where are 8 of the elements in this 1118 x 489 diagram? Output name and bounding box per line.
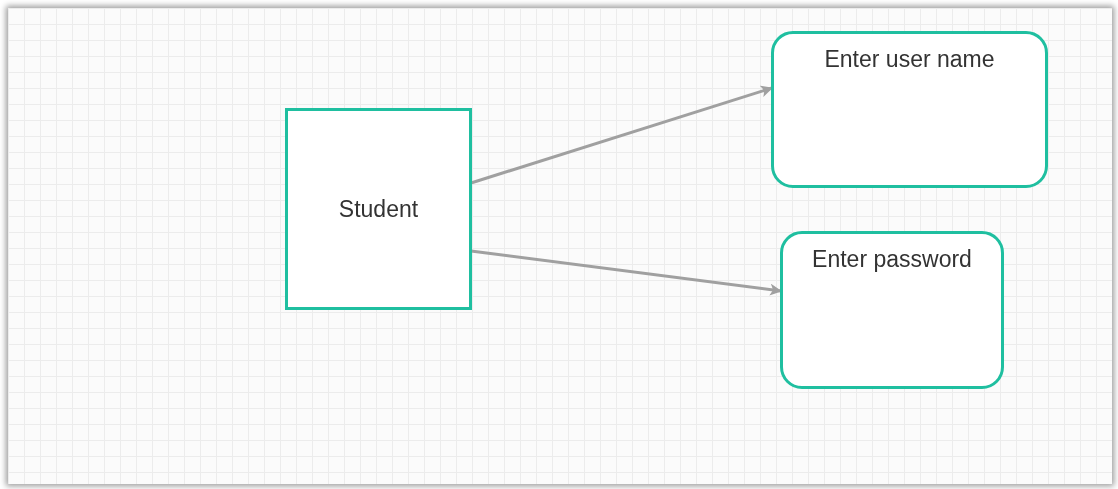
node-label: Enter password [812,246,972,273]
arrow [470,249,782,296]
arrow [470,85,773,185]
rounded-box [771,31,1048,188]
rounded-box [780,231,1004,389]
process-box [285,108,472,310]
node-label: Enter user name [824,46,995,73]
node-label: Student [338,195,419,223]
